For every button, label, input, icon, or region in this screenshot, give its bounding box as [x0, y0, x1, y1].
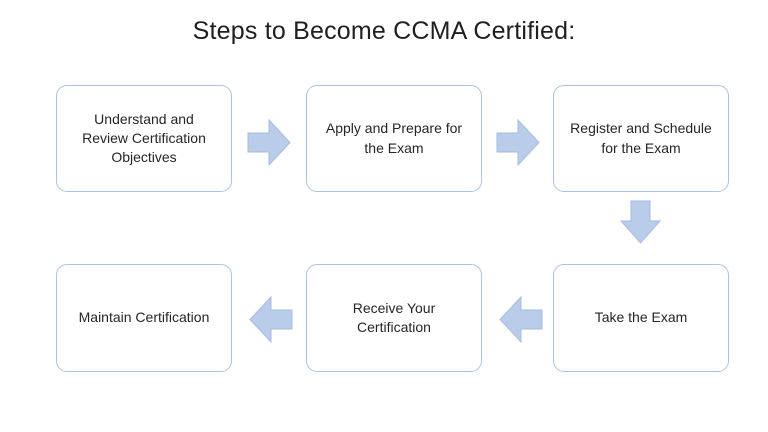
step-label: Receive Your Certification	[352, 299, 436, 335]
step-label: Understand and Review Certification Obje…	[82, 110, 206, 166]
step-label: Apply and Prepare for the Exam	[325, 120, 463, 156]
arrow-down-icon	[620, 200, 661, 244]
arrow-right-icon	[496, 119, 540, 166]
arrow-left-icon	[249, 296, 293, 343]
step-box-receive-certification: Receive Your Certification	[306, 264, 482, 372]
step-box-apply-prepare: Apply and Prepare for the Exam	[306, 85, 482, 192]
step-box-take-exam: Take the Exam	[553, 264, 729, 372]
step-label: Take the Exam	[594, 309, 688, 326]
step-label: Register and Schedule for the Exam	[570, 120, 712, 156]
step-box-register-schedule: Register and Schedule for the Exam	[553, 85, 729, 192]
step-label: Maintain Certification	[78, 309, 210, 326]
arrow-right-icon	[247, 119, 291, 166]
step-box-understand-objectives: Understand and Review Certification Obje…	[56, 85, 232, 192]
page-title: Steps to Become CCMA Certified:	[192, 17, 576, 45]
step-box-maintain-certification: Maintain Certification	[56, 264, 232, 372]
arrow-left-icon	[499, 296, 543, 343]
